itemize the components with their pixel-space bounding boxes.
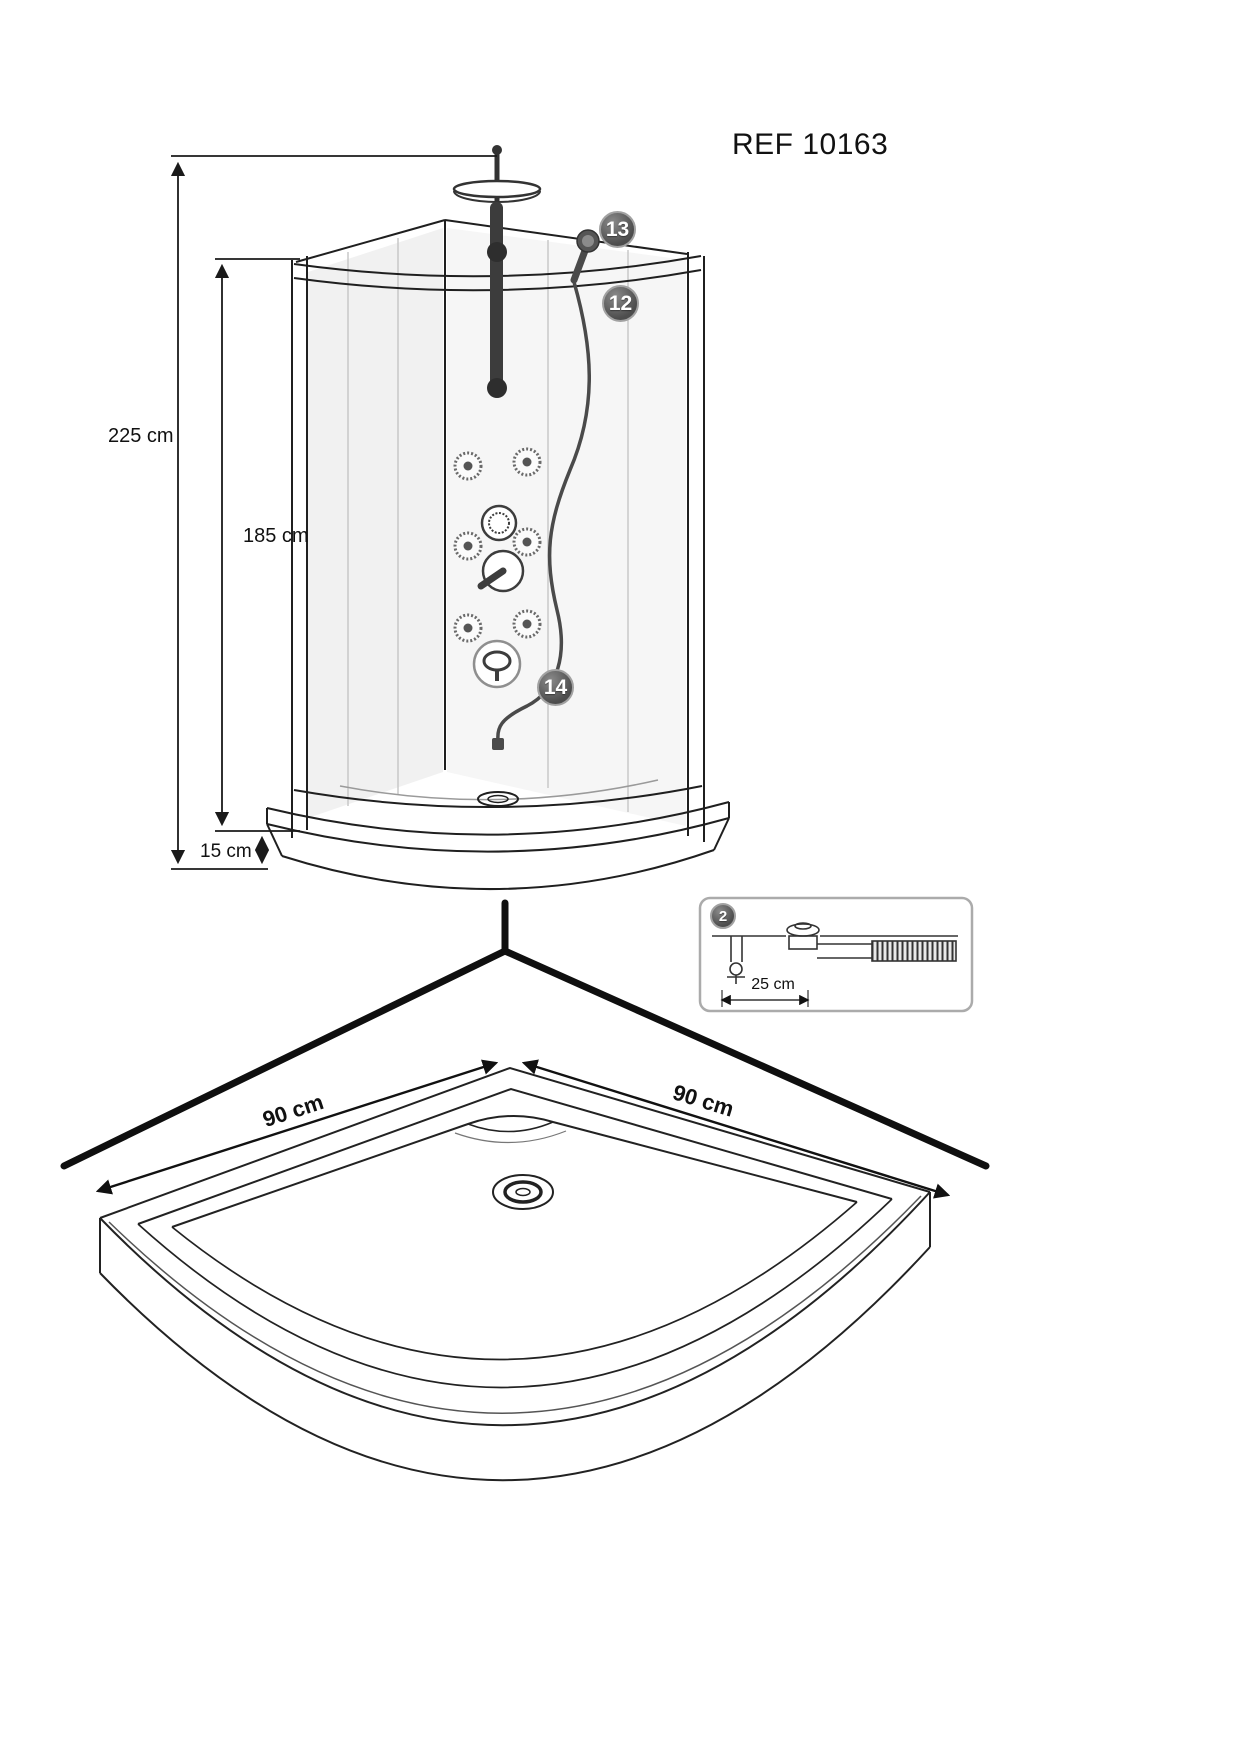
mixer-controls — [477, 504, 525, 593]
tray-drain-front — [477, 791, 519, 807]
dim-label-drain-offset: 25 cm — [751, 976, 795, 993]
body-jets — [453, 447, 542, 643]
hand-shower-icon — [492, 229, 600, 750]
callout-2-badge: 2 — [710, 903, 736, 929]
cabin-dimension-lines — [170, 155, 497, 870]
shower-column-icon — [452, 145, 542, 398]
dim-label-inner-height: 185 cm — [243, 525, 309, 547]
callout-14-badge: 14 — [537, 669, 574, 706]
hose-outlet-icon — [472, 639, 522, 689]
callout-13-badge: 13 — [599, 211, 636, 248]
rain-shower-head-icon — [452, 179, 542, 199]
page-title: REF 10163 — [732, 128, 889, 161]
flexible-hose — [871, 940, 957, 962]
cabin-drawing — [266, 219, 730, 890]
shower-hose — [496, 281, 591, 741]
tray-dimension-arrows — [95, 1059, 951, 1199]
tray-drain-top — [492, 1174, 554, 1210]
dim-label-total-height: 225 cm — [108, 425, 174, 447]
callout-12-badge: 12 — [602, 285, 639, 322]
tray-drawing — [99, 1066, 931, 1482]
dim-label-tray-height: 15 cm — [200, 841, 252, 862]
drain-detail-inset — [698, 896, 974, 1013]
glass-panel-left — [308, 228, 443, 818]
